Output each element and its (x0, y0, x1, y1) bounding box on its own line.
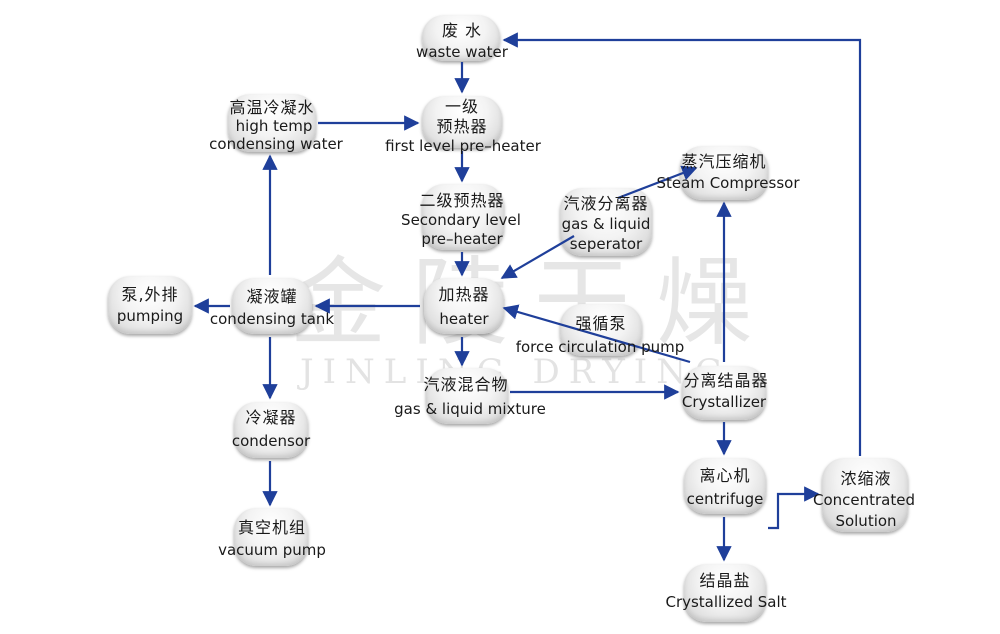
arrow-separator-to-heater (500, 235, 575, 279)
node-condensing-tank (232, 278, 312, 334)
concentrated-en2: Solution (835, 512, 897, 530)
arrow-separator-to-compressor (617, 165, 698, 200)
crystallizer-en: Crystallizer (681, 393, 767, 411)
node-condenser (234, 402, 308, 458)
node-waste-water (422, 15, 500, 61)
preheater1-cn: 一级 (444, 97, 480, 116)
node-hot-condensate (228, 94, 316, 152)
condenser-en: condensor (231, 432, 311, 450)
vacuum-cn: 真空机组 (237, 518, 307, 537)
condenser-cn: 冷凝器 (245, 408, 297, 427)
compressor-cn: 蒸汽压缩机 (681, 152, 767, 171)
concentrated-cn: 浓缩液 (840, 469, 892, 488)
centrifuge-cn: 离心机 (699, 466, 751, 485)
mixture-en: gas & liquid mixture (394, 400, 546, 418)
preheater1-en: first level pre–heater (385, 137, 541, 155)
circ-pump-cn: 强循泵 (575, 314, 627, 333)
vacuum-en: vacuum pump (218, 541, 326, 559)
waste-water-en: waste water (416, 43, 508, 61)
node-heater (424, 278, 504, 334)
hot-condensate-en2: condensing water (209, 135, 343, 153)
node-separator (560, 188, 652, 256)
hot-condensate-en: high temp (235, 117, 313, 135)
node-crystallizer (682, 366, 766, 420)
preheater2-en2: pre–heater (421, 230, 503, 248)
node-preheater-2 (422, 184, 504, 250)
separator-en2: seperator (569, 235, 643, 253)
arrow-concentrated-to-waste (502, 32, 862, 456)
arrow-centrifuge-to-concentrated (768, 486, 820, 530)
concentrated-en: Concentrated (812, 491, 916, 509)
heater-en: heater (439, 310, 489, 328)
heater-cn: 加热器 (438, 285, 490, 304)
condensing-tank-en: condensing tank (209, 310, 335, 328)
salt-en: Crystallized Salt (665, 593, 787, 611)
separator-en: gas & liquid (561, 215, 651, 233)
preheater2-cn: 二级预热器 (419, 191, 505, 210)
salt-cn: 结晶盐 (699, 571, 751, 590)
compressor-en: Steam Compressor (656, 174, 800, 192)
preheater1-cn2: 预热器 (436, 117, 488, 136)
node-concentrated (822, 458, 908, 532)
pumping-cn: 泵,外排 (121, 285, 179, 304)
pumping-en: pumping (116, 307, 184, 325)
node-salt (684, 564, 766, 622)
mixture-cn: 汽液混合物 (423, 375, 509, 394)
condensing-tank-cn: 凝液罐 (246, 287, 298, 306)
preheater2-en: Secondary level (401, 211, 521, 229)
node-mixture (426, 368, 508, 424)
node-circ-pump (560, 304, 642, 356)
node-pumping (108, 276, 192, 334)
waste-water-cn: 废 水 (441, 21, 483, 40)
node-preheater-1 (422, 96, 502, 148)
hot-condensate-cn: 高温冷凝水 (229, 98, 315, 117)
node-centrifuge (684, 458, 766, 514)
circ-pump-en: force circulation pump (515, 338, 685, 356)
node-vacuum (234, 508, 308, 566)
arrow-circpump-to-heater (502, 304, 691, 364)
centrifuge-en: centrifuge (686, 490, 764, 508)
separator-cn: 汽液分离器 (563, 194, 649, 213)
crystallizer-cn: 分离结晶器 (683, 371, 769, 390)
